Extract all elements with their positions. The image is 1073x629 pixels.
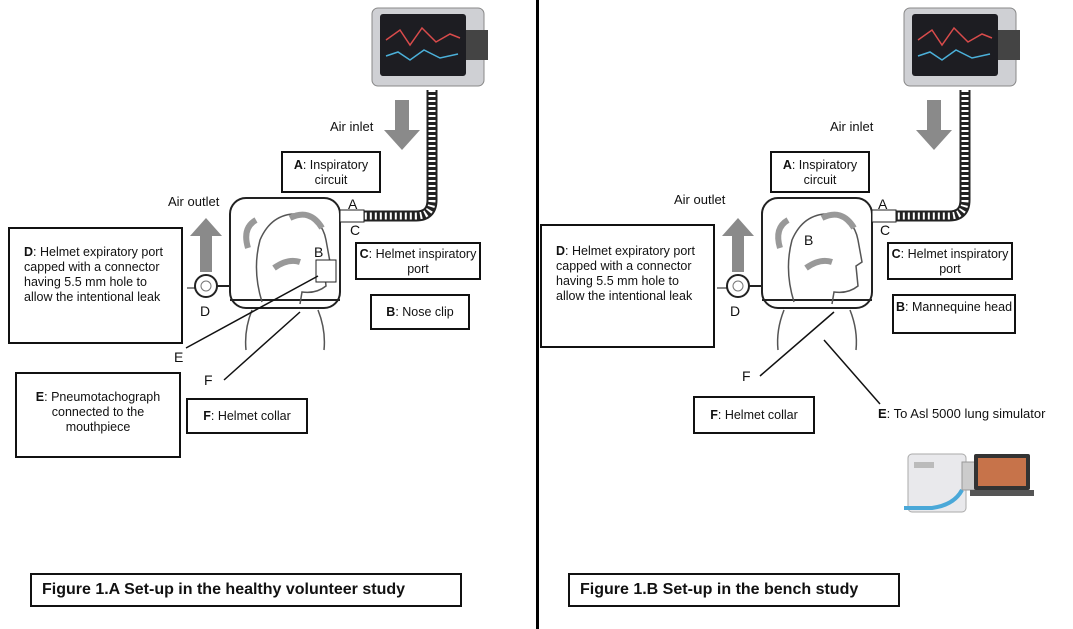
flow-arrow-icon [288,211,325,230]
lung-simulator-icon [904,453,1034,513]
air-outlet-label: Air outlet [168,194,220,209]
legend-box-f: F: Helmet collar [693,396,815,434]
marker-f: F [204,372,213,388]
helmet-outline [229,197,341,309]
legend-box-e: E: Pneumotachograph connected to the mou… [15,372,181,458]
marker-e: E [174,349,184,365]
panel-a-diagram [185,7,488,381]
expiratory-port-icon [726,274,750,298]
panel-divider [536,0,539,629]
marker-b: B [314,244,324,260]
marker-b: B [804,232,814,248]
inspiratory-circuit-tube [360,90,438,222]
panel-a-healthy-volunteer: Air inlet Air outlet A C B D E F A: Insp… [8,7,488,607]
helmet-outline [761,197,873,309]
lung-simulator-label: E: To Asl 5000 lung simulator [878,406,1046,421]
air-outlet-arrow-icon [190,218,222,272]
pneumotachograph-icon [315,259,337,283]
ventilator-icon [903,7,1020,87]
air-outlet-label: Air outlet [674,192,726,207]
legend-box-c: C: Helmet inspiratory port [355,242,481,280]
marker-a: A [878,196,888,212]
legend-box-b: B: Nose clip [370,294,470,330]
inspiratory-circuit-tube [892,90,971,222]
flow-arrow-icon [820,211,857,230]
marker-c: C [880,222,891,238]
air-inlet-arrow-icon [384,100,420,150]
marker-a: A [348,196,358,212]
air-outlet-arrow-icon [722,218,754,272]
legend-box-f: F: Helmet collar [186,398,308,434]
legend-box-c: C: Helmet inspiratory port [887,242,1013,280]
marker-d: D [730,303,741,319]
marker-c: C [350,222,361,238]
legend-box-d: D: Helmet expiratory port capped with a … [8,227,183,344]
ventilator-icon [371,7,488,87]
legend-box-a: A: Inspiratory circuit [770,151,870,193]
panel-b-bench: Air inlet Air outlet A C B D F A: Inspir… [540,0,1073,629]
air-inlet-label: Air inlet [830,119,874,134]
figure-caption-b: Figure 1.B Set-up in the bench study [568,573,900,607]
marker-f: F [742,368,751,384]
panel-b-diagram [717,7,1034,513]
marker-d: D [200,303,211,319]
air-inlet-label: Air inlet [330,119,374,134]
air-inlet-arrow-icon [916,100,952,150]
legend-box-b: B: Mannequine head [892,294,1016,334]
legend-box-a: A: Inspiratory circuit [281,151,381,193]
legend-box-d: D: Helmet expiratory port capped with a … [540,224,715,348]
figure-caption-a: Figure 1.A Set-up in the healthy volunte… [30,573,462,607]
expiratory-port-icon [194,274,218,298]
